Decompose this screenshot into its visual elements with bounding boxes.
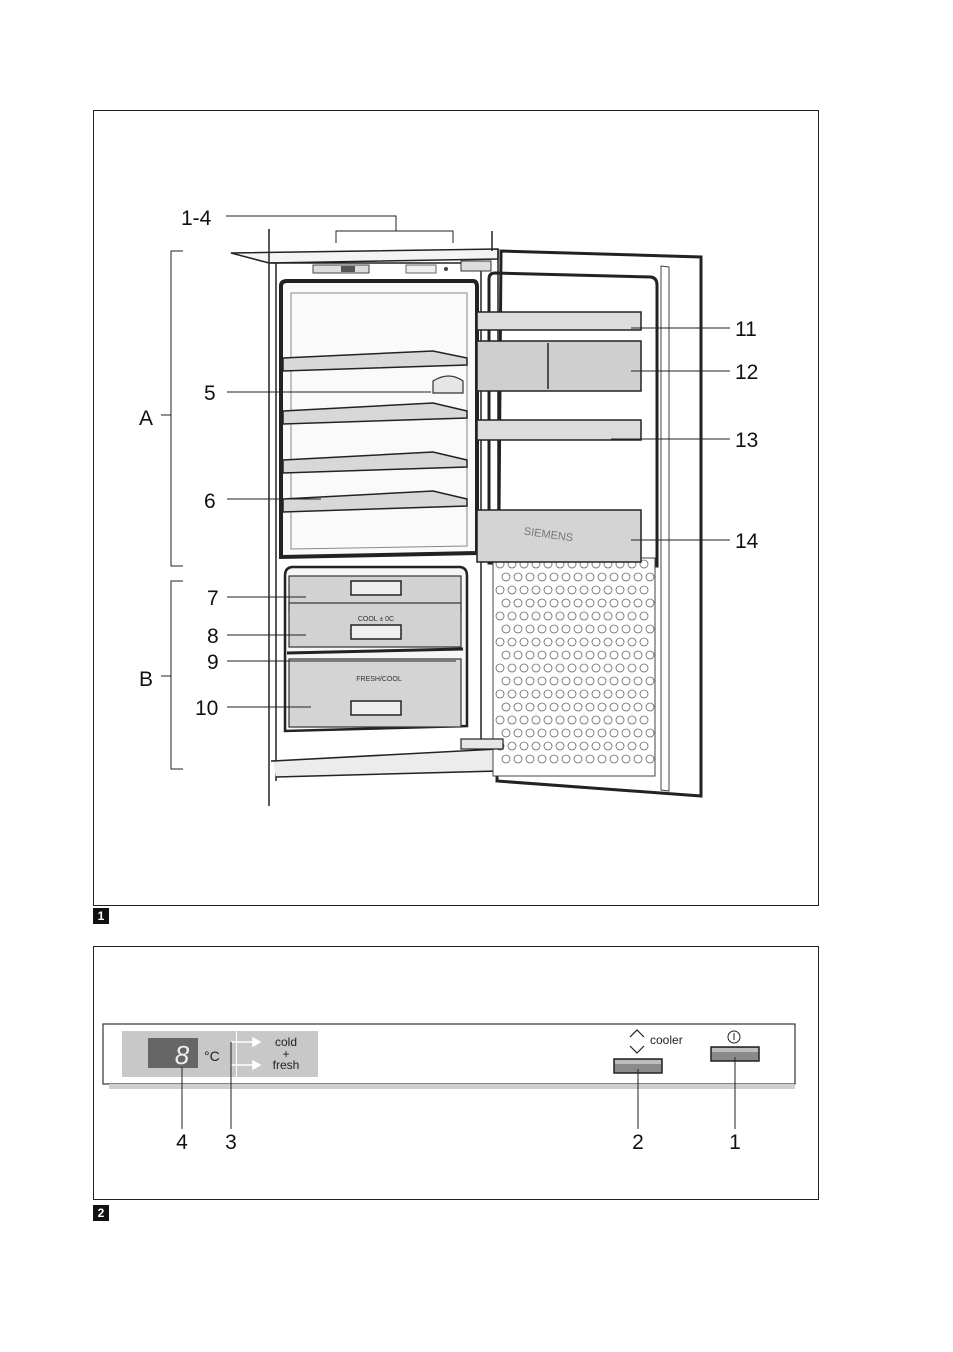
- door-shelf-11: [477, 312, 641, 330]
- freshcool-drawer-text: FRESH/COOL: [356, 676, 402, 683]
- digit-display: [148, 1038, 198, 1068]
- callout-6: 6: [204, 490, 216, 513]
- callout-10: 10: [195, 697, 218, 720]
- callout-8: 8: [207, 625, 219, 648]
- control-panel-diagram: 8 °C cold + fresh cooler: [94, 947, 818, 1199]
- door-shelf-13: [477, 420, 641, 440]
- callout-11: 11: [735, 318, 757, 341]
- callout-1: 1: [729, 1131, 741, 1154]
- lower-compartment: COOL ± 0C FRESH/COOL: [285, 567, 467, 731]
- callout-1-4: 1-4: [181, 207, 212, 230]
- callout-12: 12: [735, 361, 758, 384]
- figure-2-frame: 8 °C cold + fresh cooler: [93, 946, 819, 1200]
- callout-14: 14: [735, 530, 759, 553]
- display-digit: 8: [175, 1040, 190, 1070]
- interior-light: [433, 376, 463, 393]
- callout-3: 3: [225, 1131, 237, 1154]
- mode-line-fresh: fresh: [273, 1058, 300, 1072]
- unit-label: °C: [204, 1048, 220, 1064]
- refrigerator-diagram: COOL ± 0C FRESH/COOL SIEMENS: [94, 111, 818, 905]
- callout-7: 7: [207, 587, 219, 610]
- figure-number-2: 2: [93, 1205, 109, 1221]
- door-dot-panel: [493, 558, 655, 776]
- cooler-label: cooler: [650, 1033, 683, 1047]
- callout-13: 13: [735, 429, 758, 452]
- figure-number-1: 1: [93, 908, 109, 924]
- callout-9: 9: [207, 651, 219, 674]
- door-shelves: SIEMENS: [477, 312, 641, 562]
- figure-1-frame: COOL ± 0C FRESH/COOL SIEMENS: [93, 110, 819, 906]
- callout-4: 4: [176, 1131, 188, 1154]
- callout-B: B: [139, 668, 153, 691]
- door-box-12: [477, 341, 641, 391]
- bottom-hinge: [461, 739, 503, 749]
- callout-2: 2: [632, 1131, 644, 1154]
- callout-5: 5: [204, 382, 216, 405]
- callout-A: A: [139, 407, 153, 430]
- cool-drawer-text: COOL ± 0C: [358, 616, 394, 623]
